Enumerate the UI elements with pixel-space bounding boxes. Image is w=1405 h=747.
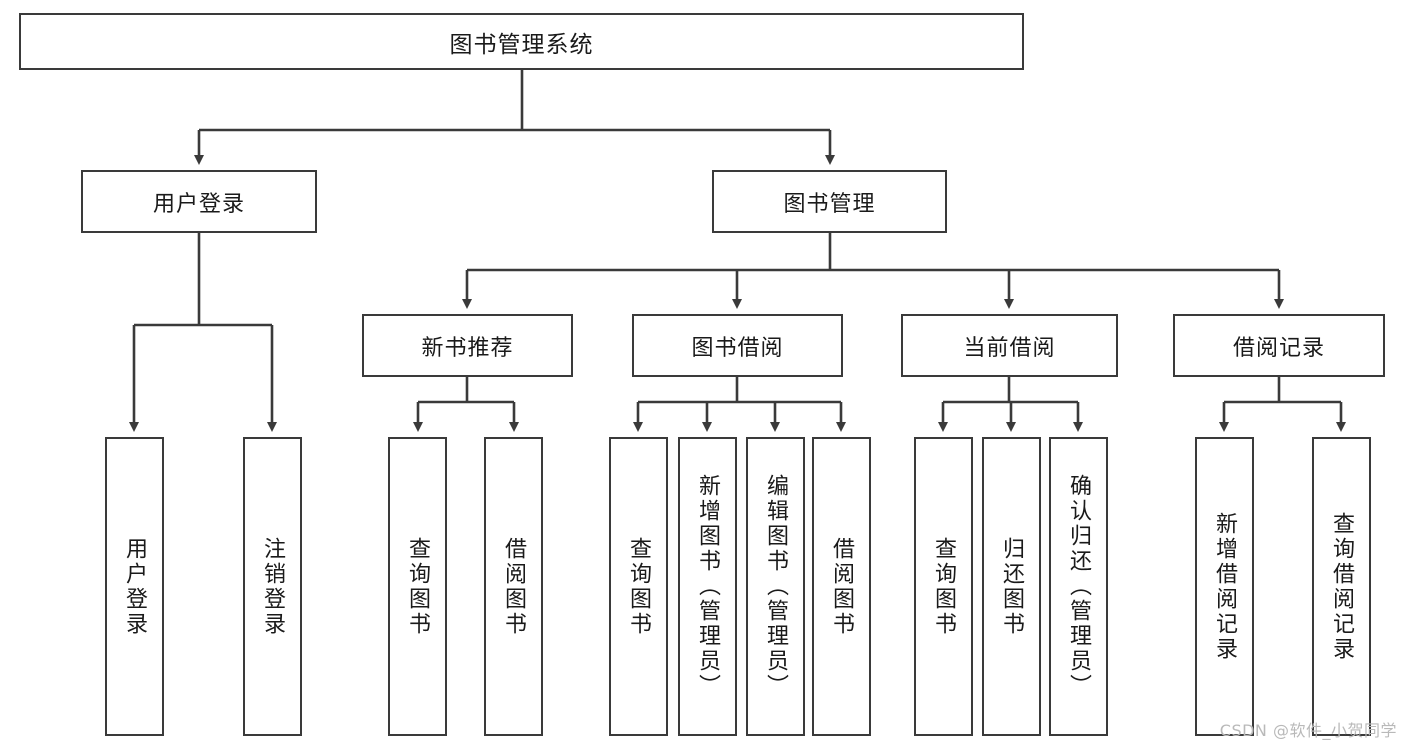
node-label: 当前借阅 (963, 335, 1056, 361)
node-label: 新书推荐 (421, 335, 514, 361)
node-root-system[interactable]: 图书管理系统 (19, 13, 1024, 70)
node-label: 图书借阅 (691, 335, 784, 361)
leaf-new-book-2[interactable]: 借阅图书 (484, 437, 543, 736)
node-label: 查询借阅记录 (1329, 511, 1355, 662)
node-label: 归还图书 (999, 536, 1025, 637)
leaf-new-book-1[interactable]: 查询图书 (388, 437, 447, 736)
node-book-borrow[interactable]: 图书借阅 (632, 314, 843, 377)
leaf-current-borrow-1[interactable]: 查询图书 (914, 437, 973, 736)
node-label: 图书管理 (783, 191, 876, 217)
leaf-borrow-record-2[interactable]: 查询借阅记录 (1312, 437, 1371, 736)
node-label: 查询图书 (405, 536, 431, 637)
node-label: 借阅图书 (829, 536, 855, 637)
watermark-text: CSDN @软件_小贺同学 (1219, 721, 1397, 740)
leaf-book-borrow-1[interactable]: 查询图书 (609, 437, 668, 736)
node-label: 查询图书 (931, 536, 957, 637)
node-label: 确认归还（管理员） (1066, 474, 1092, 699)
node-current-borrow[interactable]: 当前借阅 (901, 314, 1118, 377)
node-label: 图书管理系统 (449, 31, 594, 58)
leaf-user-login-1[interactable]: 用户登录 (105, 437, 164, 736)
leaf-current-borrow-2[interactable]: 归还图书 (982, 437, 1041, 736)
node-label: 新增借阅记录 (1212, 511, 1238, 662)
node-label: 用户登录 (122, 536, 148, 637)
node-label: 新增图书（管理员） (695, 474, 721, 699)
node-user-login[interactable]: 用户登录 (81, 170, 317, 233)
leaf-current-borrow-3[interactable]: 确认归还（管理员） (1049, 437, 1108, 736)
node-label: 用户登录 (152, 191, 245, 217)
node-label: 注销登录 (260, 536, 286, 637)
node-label: 查询图书 (626, 536, 652, 637)
node-book-manage[interactable]: 图书管理 (712, 170, 947, 233)
leaf-book-borrow-4[interactable]: 借阅图书 (812, 437, 871, 736)
node-label: 借阅图书 (501, 536, 527, 637)
node-label: 借阅记录 (1232, 335, 1325, 361)
leaf-user-login-2[interactable]: 注销登录 (243, 437, 302, 736)
node-label: 编辑图书（管理员） (763, 474, 789, 699)
node-new-book-recommend[interactable]: 新书推荐 (362, 314, 573, 377)
leaf-book-borrow-2[interactable]: 新增图书（管理员） (678, 437, 737, 736)
leaf-book-borrow-3[interactable]: 编辑图书（管理员） (746, 437, 805, 736)
leaf-borrow-record-1[interactable]: 新增借阅记录 (1195, 437, 1254, 736)
node-borrow-record[interactable]: 借阅记录 (1173, 314, 1385, 377)
